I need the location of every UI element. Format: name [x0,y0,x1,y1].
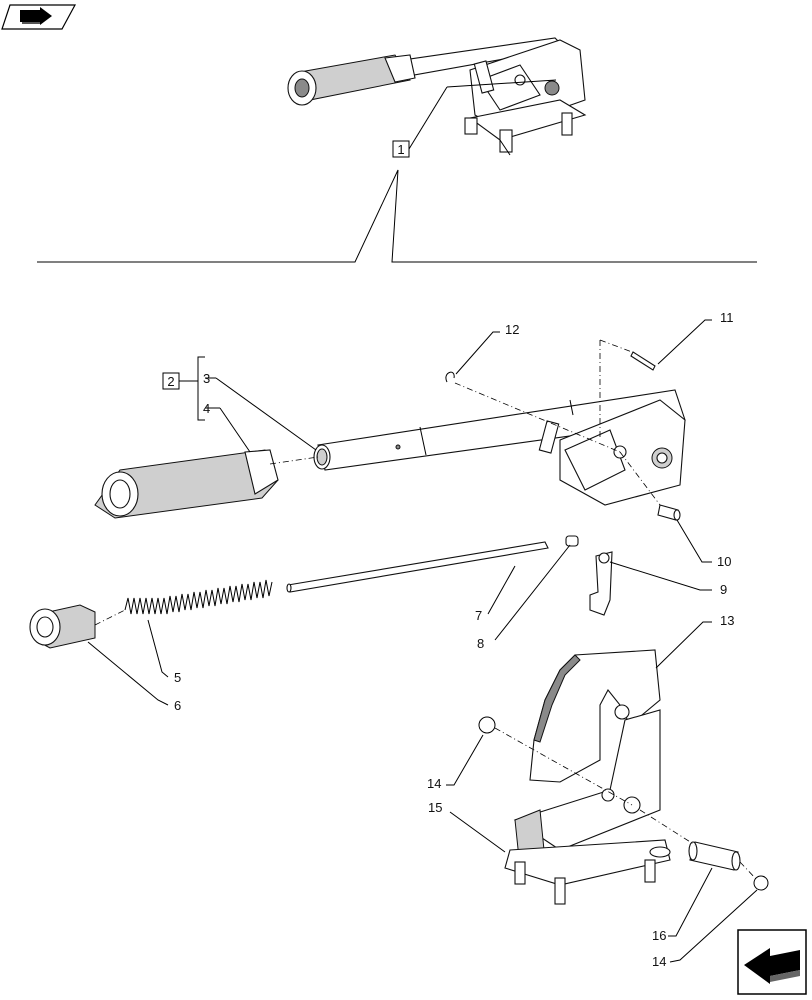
center-lines [94,339,758,881]
arrow-right-icon[interactable] [1,4,77,30]
knob [29,604,96,649]
spring [124,579,273,615]
dowel [630,351,656,371]
callout-14a: 14 [427,734,484,791]
bush [688,841,741,871]
callout-15-label: 15 [428,800,442,815]
callout-16-label: 16 [652,928,666,943]
callout-2: 2 [162,356,205,421]
callout-5: 5 [147,619,181,685]
callout-4-label: 4 [203,401,210,416]
callout-8-label: 8 [477,636,484,651]
circlip-upper [478,716,496,734]
callout-7-label: 7 [475,608,482,623]
callout-6: 6 [87,641,181,713]
callout-3-label: 3 [203,371,210,386]
callout-8: 8 [477,544,571,651]
callout-6-label: 6 [174,698,181,713]
arrow-left-icon[interactable] [737,929,807,995]
callout-10-label: 10 [717,554,731,569]
callout-15: 15 [428,800,506,853]
callout-5-label: 5 [174,670,181,685]
pivot-pin [657,504,681,521]
callout-14b-label: 14 [652,954,666,969]
callout-13: 13 [655,613,734,669]
callout-2-label: 2 [167,374,174,389]
callout-11: 11 [657,310,734,365]
callout-11-label: 11 [720,310,734,325]
callout-16: 16 [652,867,713,943]
callout-1-label: 1 [397,142,404,157]
grip [94,449,279,519]
handbrake-assembly-overview [287,37,587,156]
callout-3: 3 [203,371,317,451]
base-bracket [504,709,671,905]
lever-bracket [559,399,686,506]
clip [445,371,455,383]
callout-12: 12 [455,322,519,375]
pawl [589,551,613,616]
callout-12-label: 12 [505,322,519,337]
circlip-lower [753,875,769,891]
callout-14b: 14 [652,889,758,969]
callout-4: 4 [203,401,251,453]
callout-1: 1 [392,79,557,158]
pin [565,535,579,547]
callout-9: 9 [609,561,727,597]
callout-10: 10 [676,519,731,569]
callout-9-label: 9 [720,582,727,597]
rod [286,541,549,593]
ratchet-quadrant [529,649,661,783]
callout-13-label: 13 [720,613,734,628]
callout-14a-label: 14 [427,776,441,791]
callout-7: 7 [475,565,516,623]
section-divider [37,169,757,263]
